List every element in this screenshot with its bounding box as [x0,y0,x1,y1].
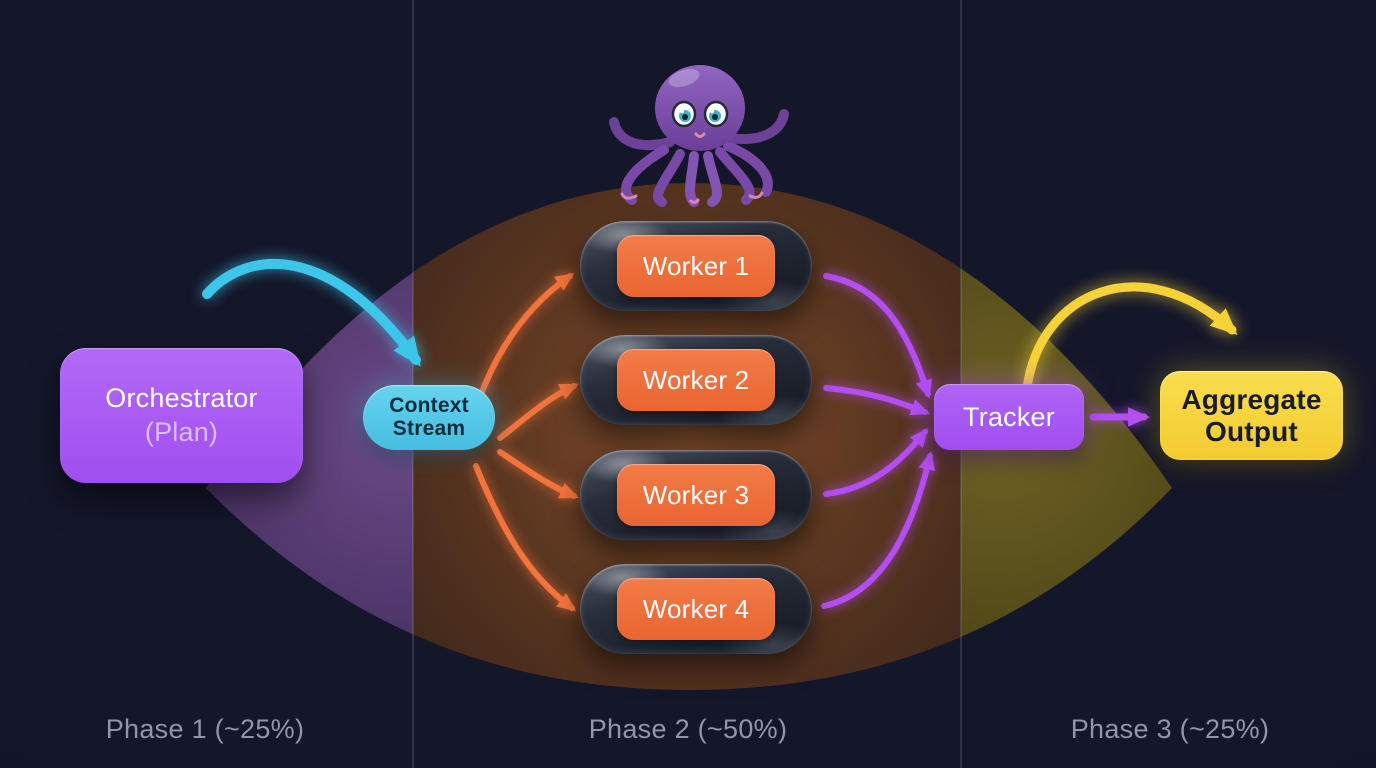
worker4-label: Worker 4 [642,593,750,624]
worker3-capsule: Worker 3 [580,450,812,540]
worker2-to-tracker-arrow [823,385,930,416]
phase1-label: Phase 1 (~25%) [105,714,305,744]
octopus-eyes [671,100,729,128]
context-stream-node: Context Stream [363,385,495,450]
worker4-capsule: Worker 4 [580,564,812,654]
context-to-worker3-arrow [497,449,579,499]
worker4-to-tracker-arrow [821,450,936,609]
aggregate-output-node: Aggregate Output [1160,371,1343,460]
phase2-label: Phase 2 (~50%) [588,714,788,744]
worker4-node: Worker 4 [617,578,775,640]
aggregate-output-label-line1: Aggregate [1181,384,1322,416]
context-to-worker2-arrow [497,383,579,441]
worker3-node: Worker 3 [617,464,775,526]
context-stream-label-line2: Stream [392,416,466,440]
plan-to-context-arrow [202,258,421,367]
worker1-capsule: Worker 1 [580,221,812,311]
octopus-icon [598,50,802,210]
tracker-label: Tracker [963,401,1055,432]
worker1-label: Worker 1 [642,250,750,281]
worker2-node: Worker 2 [617,349,775,411]
worker1-node: Worker 1 [617,235,775,297]
context-to-worker4-arrow [473,463,577,612]
orchestrator-sublabel: (Plan) [144,416,219,447]
octopus-mouth [694,132,706,138]
context-stream-label-line1: Context [389,393,469,417]
octopus-tentacles [609,109,789,207]
phase3-label: Phase 3 (~25%) [1070,714,1270,744]
worker1-to-tracker-arrow [823,273,932,400]
worker2-capsule: Worker 2 [580,335,812,425]
orchestrator-label: Orchestrator [105,382,258,413]
aggregate-output-label-line2: Output [1205,415,1298,447]
octopus-head-highlight [668,68,700,88]
orchestrator-node: Orchestrator (Plan) [60,348,303,483]
worker3-to-tracker-arrow [823,427,929,497]
worker2-label: Worker 2 [642,364,750,395]
worker3-label: Worker 3 [642,479,750,510]
tracker-node: Tracker [934,384,1084,450]
octopus-head [655,65,745,151]
